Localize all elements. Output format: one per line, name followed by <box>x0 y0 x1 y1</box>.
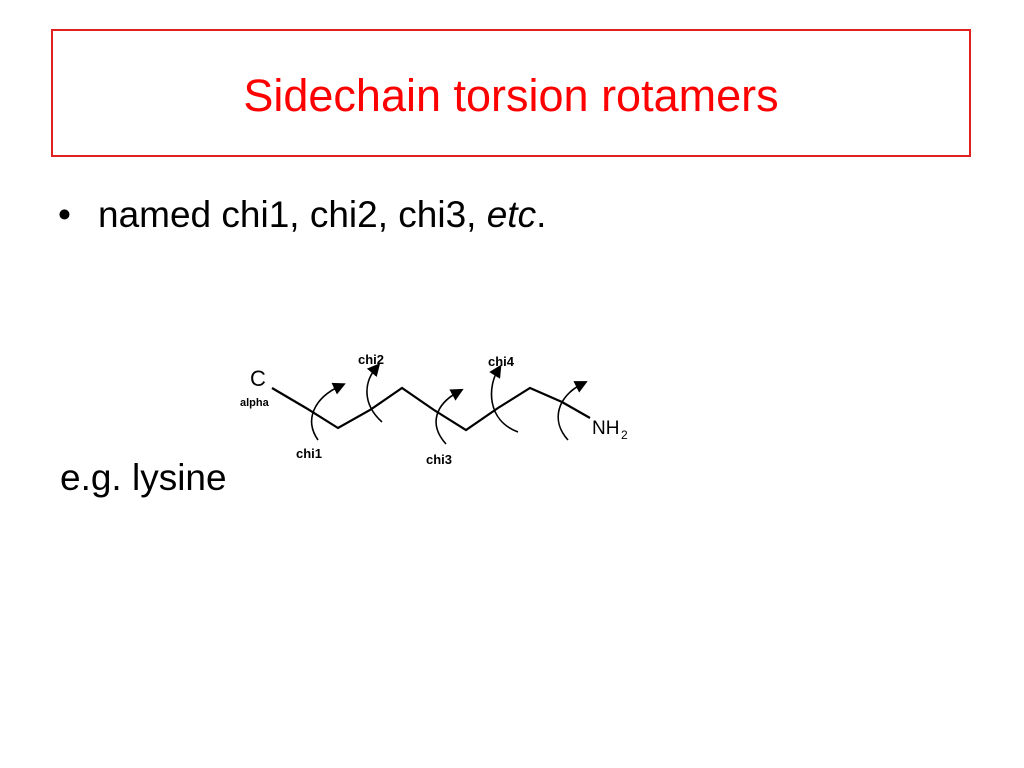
carbon-chain-bond <box>271 386 591 432</box>
chi3-label: chi3 <box>426 452 452 467</box>
end-atom-label: NH <box>592 418 619 439</box>
lysine-sidechain-diagram: C alpha NH 2 chi1 chi2 chi3 chi4 <box>236 340 646 480</box>
end-atom-subscript: 2 <box>621 428 628 442</box>
chi2-arrow <box>366 363 383 423</box>
start-atom-label: C <box>250 366 266 391</box>
bullet-marker: • <box>58 194 71 235</box>
chi2-label: chi2 <box>358 352 384 367</box>
example-text: e.g. lysine <box>60 457 227 498</box>
title-box: Sidechain torsion rotamers <box>51 29 971 157</box>
chi4-label: chi4 <box>488 354 515 369</box>
start-atom-subscript: alpha <box>240 397 270 409</box>
chi3-arrow <box>435 388 464 445</box>
chi5-arrow <box>557 381 588 441</box>
lysine-diagram-svg: C alpha NH 2 chi1 chi2 chi3 chi4 <box>240 352 628 467</box>
bullet-italic-text: etc <box>486 194 537 235</box>
bullet-item: • named chi1, chi2, chi3, etc. <box>58 193 546 237</box>
slide-title: Sidechain torsion rotamers <box>243 69 779 121</box>
chi1-arrow <box>310 382 346 441</box>
bullet-suffix: . <box>536 194 547 235</box>
bullet-text: named chi1, chi2, chi3, <box>98 194 487 235</box>
chi4-arrow <box>489 364 519 433</box>
chi1-label: chi1 <box>296 446 322 461</box>
